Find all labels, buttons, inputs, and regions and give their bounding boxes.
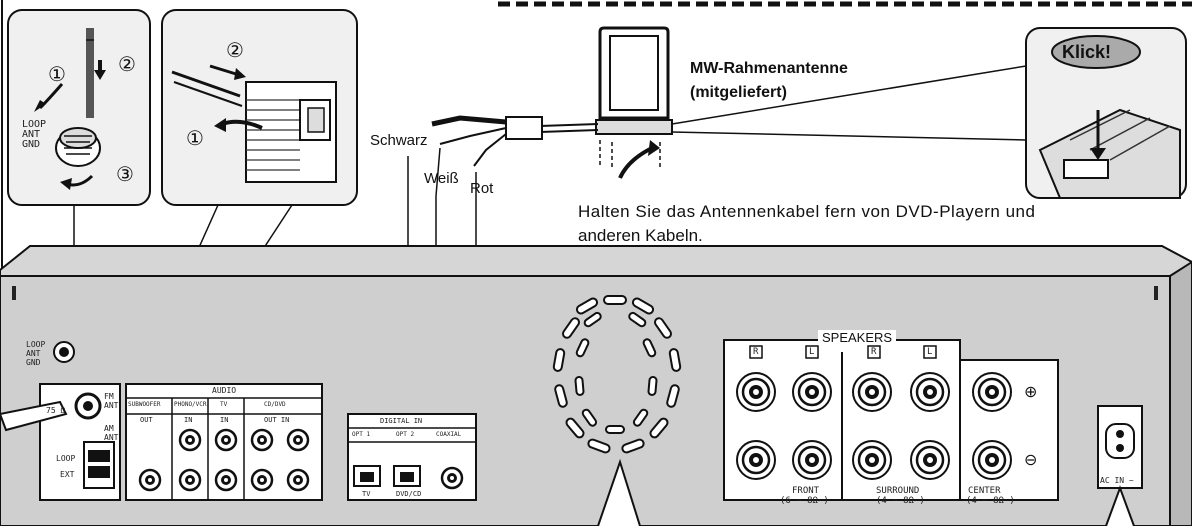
panel-ext: EXT xyxy=(60,470,75,479)
step-2-screw: ② xyxy=(118,54,136,76)
fan-grille xyxy=(552,295,682,454)
digital-dvdcd: DVD/CD xyxy=(396,490,422,498)
audio-sub-outin: OUT IN xyxy=(264,416,290,424)
wire-white-label: Weiß xyxy=(424,170,459,187)
front-label: FRONT xyxy=(792,486,820,496)
step-1-screw: ① xyxy=(48,64,66,86)
spk-l-surround: L xyxy=(927,347,933,357)
spk-l-front: L xyxy=(809,347,815,357)
step-1-clip: ① xyxy=(186,128,204,150)
wire-black xyxy=(431,115,507,127)
center-ohm: (4 ~ 8Ω ) xyxy=(966,496,1015,506)
ac-in-label: AC IN ~ xyxy=(1100,476,1134,485)
audio-col-cddvd: CD/DVD xyxy=(264,401,286,408)
antenna-subtitle: (mitgeliefert) xyxy=(690,84,787,101)
audio-sub-out: OUT xyxy=(140,416,153,424)
audio-header: AUDIO xyxy=(212,386,237,395)
digital-opt1: OPT 1 xyxy=(352,431,371,438)
audio-sub-in-1: IN xyxy=(184,416,193,424)
audio-sub-in-2: IN xyxy=(220,416,229,424)
mw-loop-antenna xyxy=(595,26,673,179)
step-3-screw: ③ xyxy=(116,164,134,186)
surround-ohm: (4 ~ 8Ω ) xyxy=(876,496,925,506)
center-label: CENTER xyxy=(968,486,1001,496)
wire-red-label: Rot xyxy=(470,180,494,197)
spk-r-front: R xyxy=(753,347,759,357)
spk-minus: ⊖ xyxy=(1024,452,1038,469)
audio-col-subwoofer: SUBWOOFER xyxy=(128,401,161,408)
digital-coaxial: COAXIAL xyxy=(436,431,462,438)
spk-r-surround: R xyxy=(871,347,877,357)
surround-label: SURROUND xyxy=(876,486,920,496)
spk-plus: ⊕ xyxy=(1024,384,1038,401)
click-label: Klick! xyxy=(1062,42,1112,62)
speakers-block xyxy=(723,339,1059,501)
audio-col-tv: TV xyxy=(220,401,228,408)
panel-fm-ohm: 75 Ω xyxy=(46,406,66,415)
digital-opt2: OPT 2 xyxy=(396,431,415,438)
antenna-title: MW-Rahmenantenne xyxy=(690,60,848,77)
note-line-2: anderen Kabeln. xyxy=(578,226,703,245)
inset-screw-terminal xyxy=(7,9,151,206)
speakers-label: SPEAKERS xyxy=(818,330,897,345)
note-line-1: Halten Sie das Antennenkabel fern von DV… xyxy=(578,202,1036,221)
digital-in-label: DIGITAL IN xyxy=(380,417,423,425)
wire-black-label: Schwarz xyxy=(370,132,428,149)
digital-tv: TV xyxy=(362,490,371,498)
front-ohm: (6 ~ 8Ω ) xyxy=(780,496,829,506)
audio-col-phono: PHONO/VCR xyxy=(174,401,207,408)
step-2-clip: ② xyxy=(226,40,244,62)
panel-loop: LOOP xyxy=(56,454,76,463)
